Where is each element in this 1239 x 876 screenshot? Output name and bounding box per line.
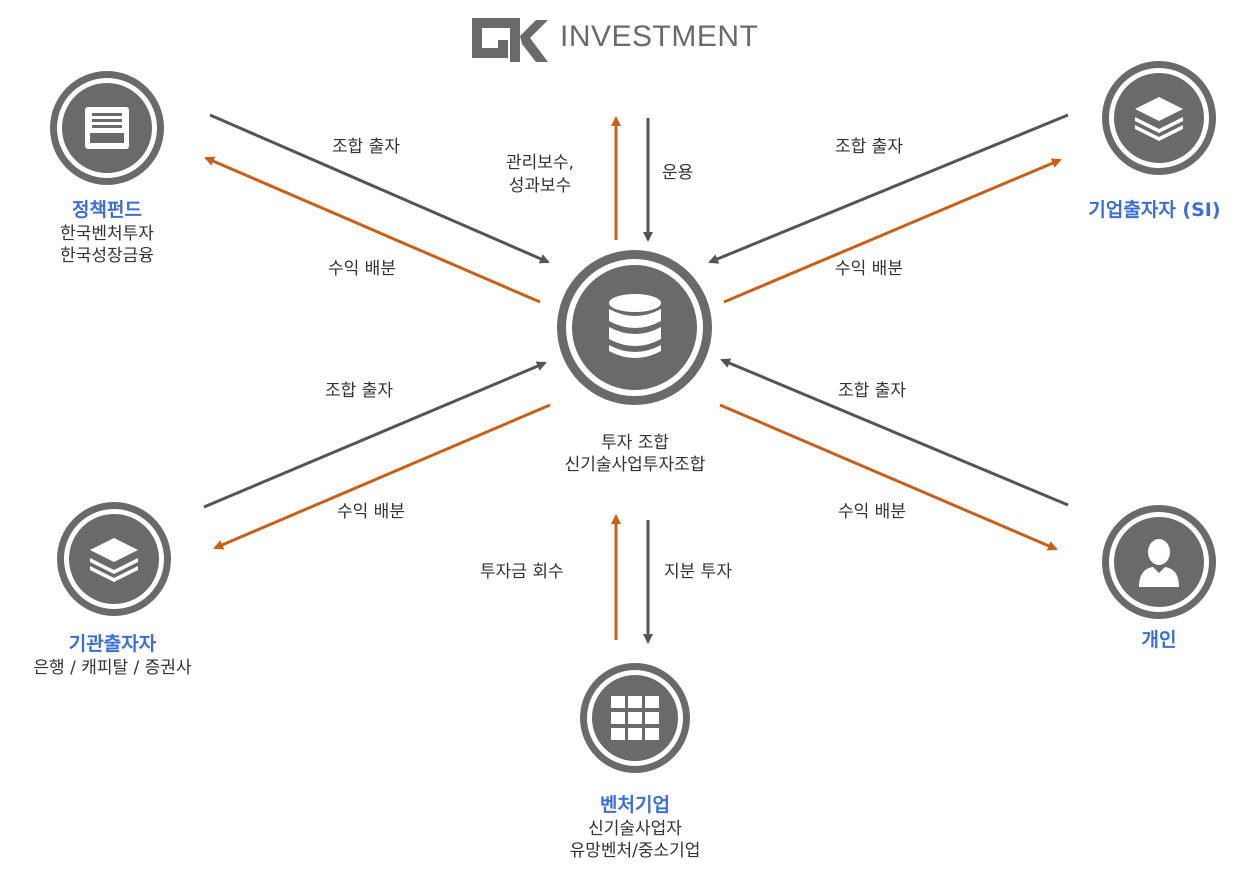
policy-fund-sub2: 한국성장금융 (60, 245, 154, 266)
venture-sub1: 신기술사업자 (588, 818, 682, 839)
individual-title: 개인 (1141, 629, 1177, 651)
venture-node-icon (580, 663, 690, 773)
venture-title: 벤처기업 (600, 794, 670, 816)
fund-name-text: 신기술사업투자조합 (564, 455, 706, 476)
person-icon (1139, 539, 1179, 587)
edge-label-management-fee: 관리보수, 성과보수 (506, 153, 574, 196)
logo-brand-text: INVESTMENT (560, 20, 759, 53)
edge-label-operation: 운용 (662, 163, 694, 183)
policy-fund-node-icon (50, 71, 164, 185)
corporate-node-icon (1102, 61, 1216, 175)
gk-logo-mark-icon (472, 18, 548, 62)
individual-label: 개인 (1100, 628, 1218, 653)
arrow-inst-to-fund (203, 361, 547, 509)
corporate-label: 기업출자자 (SI) (1070, 198, 1239, 223)
gk-investment-logo: INVESTMENT (466, 6, 758, 68)
policy-fund-label: 정책펀드 한국벤처투자 한국성장금융 (12, 198, 202, 267)
fund-label: 투자 조합 신기술사업투자조합 (520, 432, 750, 476)
arrow-policy-to-fund (209, 113, 550, 264)
layers-icon (90, 538, 138, 582)
fund-type-text: 투자 조합 (601, 433, 669, 453)
layers-icon (1135, 97, 1183, 141)
fund-node-icon (557, 250, 712, 405)
arrow-corp-to-fund (708, 113, 1069, 264)
edge-label-corporate-contribution: 조합 출자 (835, 137, 903, 157)
edge-label-institutional-contribution: 조합 출자 (325, 381, 393, 401)
venture-label: 벤처기업 신기술사업자 유망벤처/중소기업 (530, 793, 740, 862)
venture-sub2: 유망벤처/중소기업 (569, 840, 701, 861)
edge-label-policy-distribution: 수익 배분 (328, 259, 396, 279)
institutional-node-icon (57, 502, 171, 616)
institutional-title: 기관출자자 (68, 633, 157, 655)
arrow-fund-to-inst (213, 403, 551, 550)
arrow-fund-to-policy (204, 156, 541, 304)
database-icon (608, 293, 661, 358)
corporate-title: 기업출자자 (SI) (1088, 199, 1221, 221)
edge-label-individual-contribution: 조합 출자 (838, 381, 906, 401)
edge-label-institutional-distribution: 수익 배분 (337, 502, 405, 522)
policy-fund-title: 정책펀드 (72, 199, 142, 221)
inbox-tray-icon (85, 107, 129, 149)
institutional-sub1: 은행 / 캐피탈 / 증권사 (33, 657, 192, 678)
arrow-fund-to-indiv (719, 403, 1058, 551)
grid-icon (611, 696, 659, 740)
edge-label-corporate-distribution: 수익 배분 (835, 259, 903, 279)
individual-node-icon (1102, 505, 1216, 619)
edge-label-investment-recovery: 투자금 회수 (480, 562, 564, 582)
institutional-label: 기관출자자 은행 / 캐피탈 / 증권사 (0, 632, 225, 679)
edge-label-individual-distribution: 수익 배분 (838, 502, 906, 522)
edge-label-policy-contribution: 조합 출자 (332, 137, 400, 157)
policy-fund-sub1: 한국벤처투자 (60, 223, 154, 244)
edge-label-equity-investment: 지분 투자 (664, 562, 732, 582)
arrow-fund-to-corp (723, 158, 1062, 304)
arrow-indiv-to-fund (720, 358, 1069, 507)
